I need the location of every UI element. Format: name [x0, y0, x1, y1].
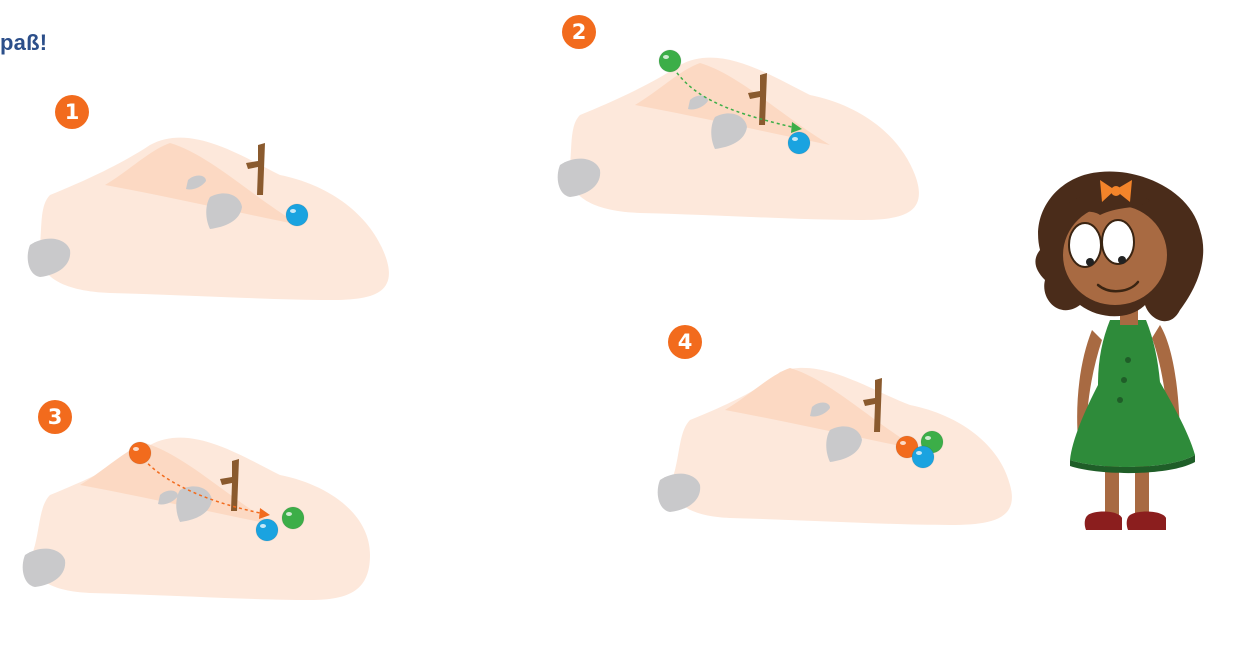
- marble-layer: [10, 95, 400, 355]
- marble-blue: [912, 446, 934, 468]
- right-eye: [1102, 220, 1134, 264]
- left-eye: [1069, 223, 1101, 267]
- marble-layer: [540, 15, 930, 275]
- marble-layer: [650, 320, 1040, 580]
- marble-blue: [788, 132, 810, 154]
- marble-green: [282, 507, 304, 529]
- throw-path-orange: [140, 455, 260, 513]
- page-title: paß!: [0, 30, 47, 56]
- marble-green: [659, 50, 681, 72]
- girl-character-icon: [1020, 170, 1220, 550]
- left-shoe: [1085, 512, 1122, 530]
- marble-blue: [286, 204, 308, 226]
- throw-path-green: [670, 63, 792, 127]
- marble-orange: [129, 442, 151, 464]
- right-shoe: [1127, 512, 1166, 530]
- marble-layer: [10, 395, 400, 655]
- marble-blue: [256, 519, 278, 541]
